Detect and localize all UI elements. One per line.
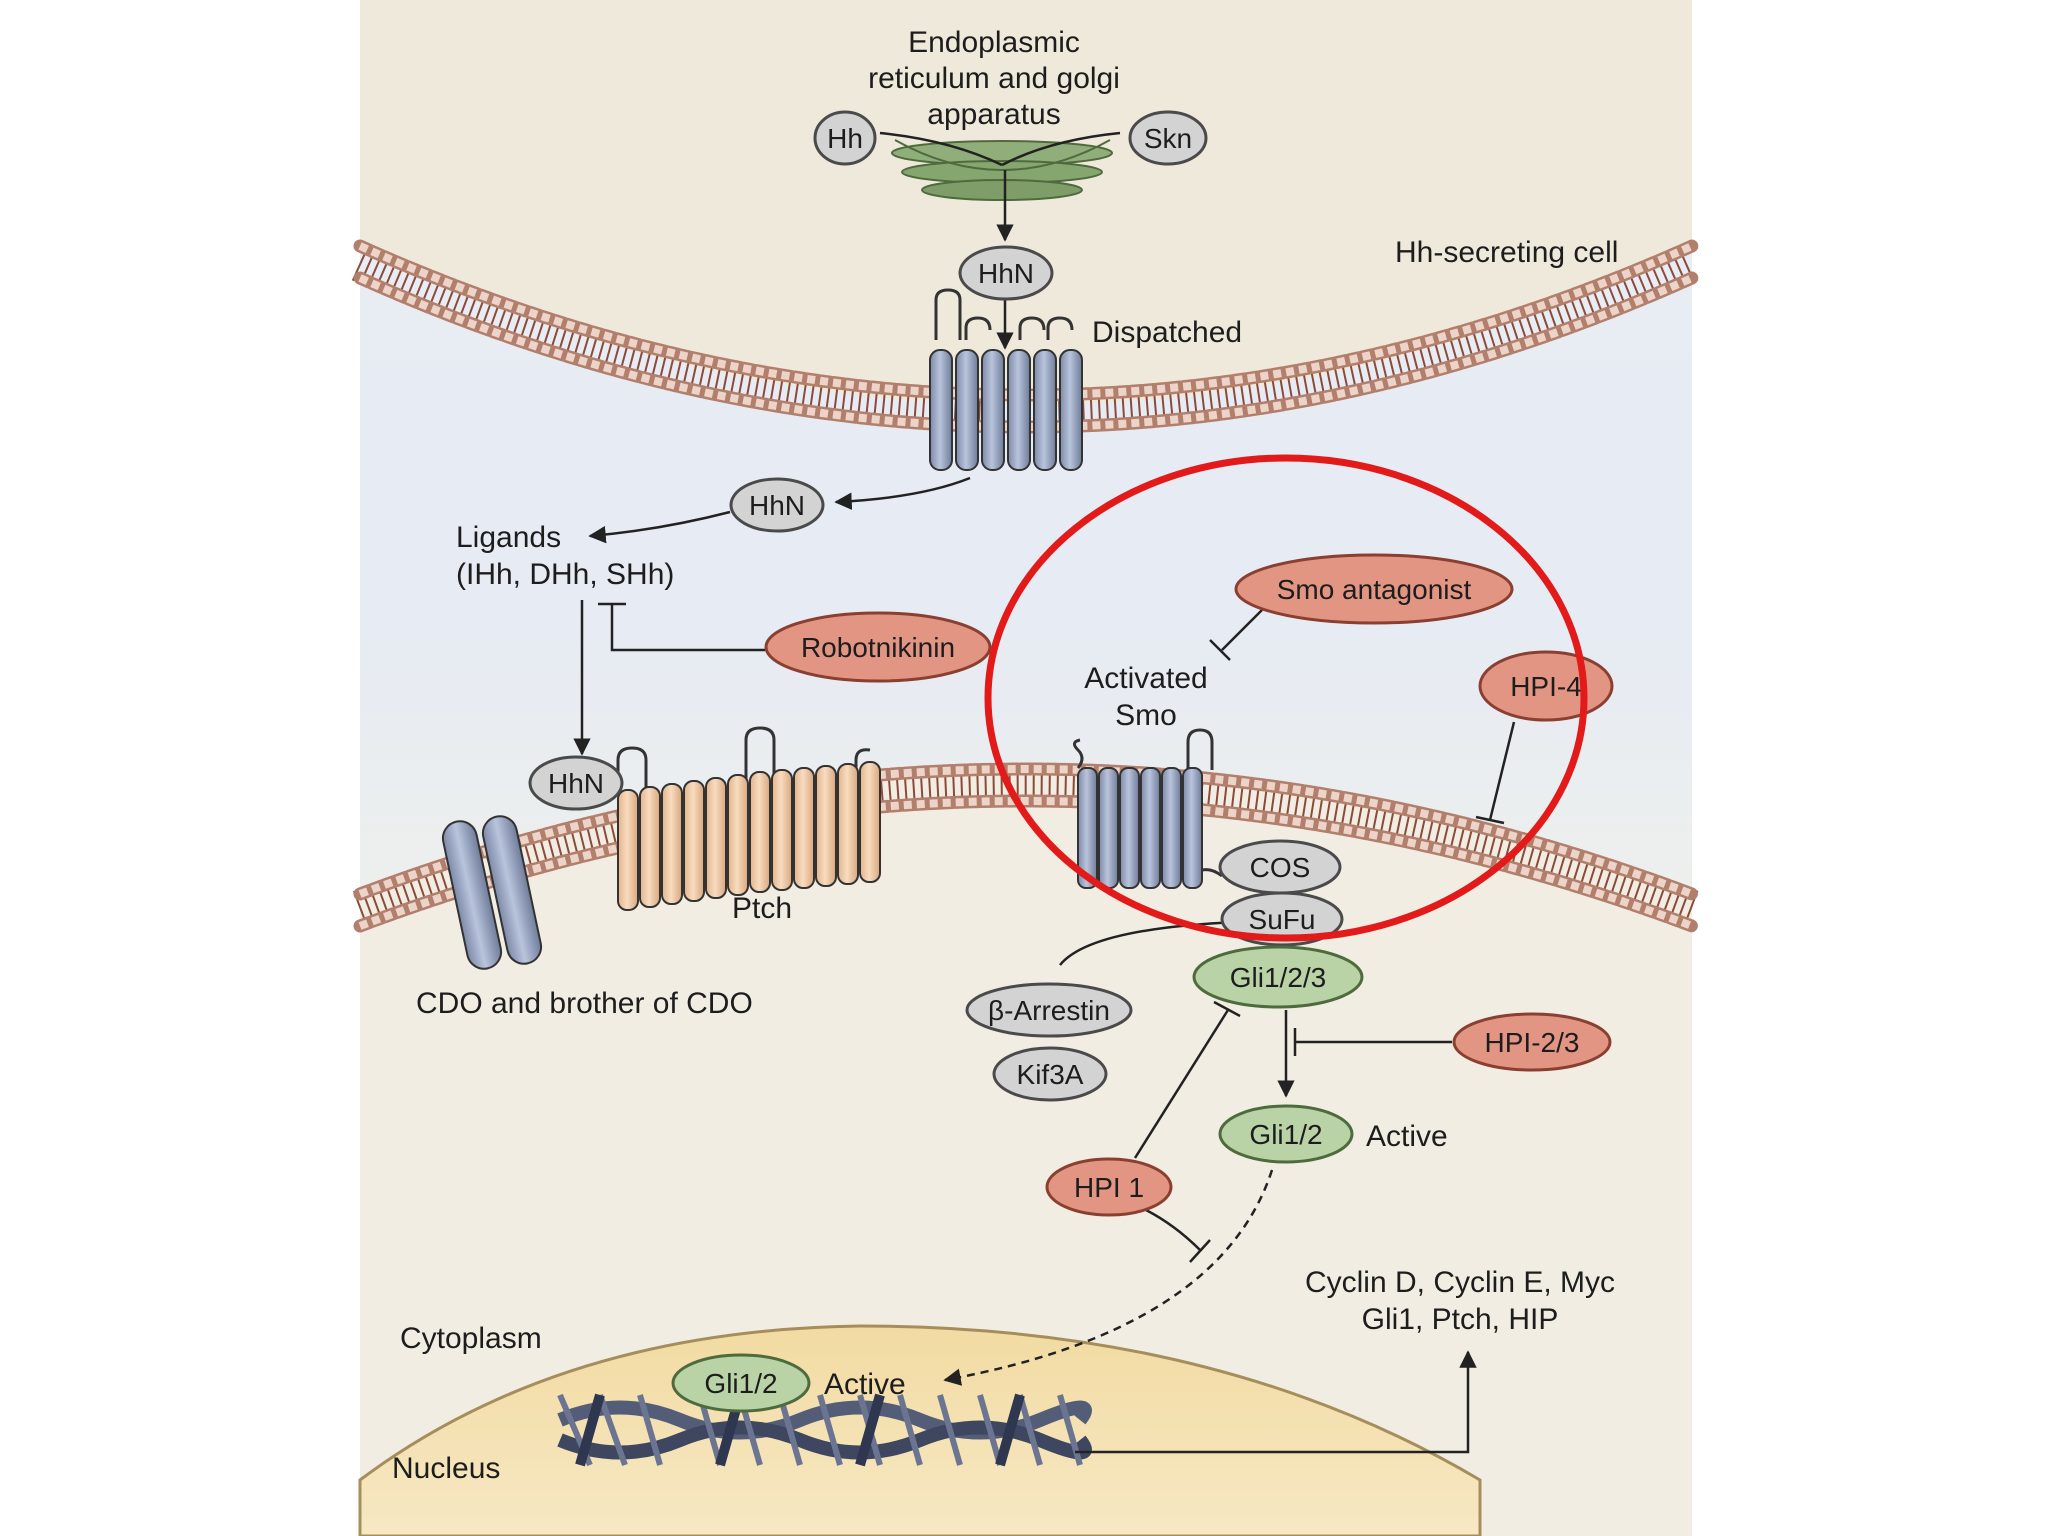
- hh-pill-label: Hh: [827, 123, 863, 154]
- hhn-released-pill: HhN: [729, 477, 825, 533]
- smo-antagonist-pill-label: Smo antagonist: [1277, 574, 1472, 605]
- robotnikinin-pill-label: Robotnikinin: [801, 632, 955, 663]
- dna-helix: [557, 1393, 1092, 1467]
- activated-smo-line1: Activated: [1084, 662, 1207, 695]
- gli123-pill-label: Gli1/2/3: [1230, 962, 1327, 993]
- er-label-line3: apparatus: [927, 98, 1060, 131]
- nucleus-label: Nucleus: [392, 1452, 500, 1485]
- hhn-golgi-pill: HhN: [958, 245, 1054, 301]
- gli123-pill: Gli1/2/3: [1192, 945, 1364, 1009]
- cdo-label: CDO and brother of CDO: [416, 987, 753, 1020]
- kif3a-pill-label: Kif3A: [1017, 1059, 1084, 1090]
- highlight-circle: [984, 454, 1588, 942]
- dispatched-receptor: [929, 288, 1083, 471]
- targets-label-line1: Cyclin D, Cyclin E, Myc: [1305, 1266, 1615, 1299]
- hhn-ptch-bound-pill: HhN: [528, 755, 624, 811]
- ptch-label: Ptch: [732, 892, 792, 925]
- gli12-nuclear-pill-label: Gli1/2: [704, 1368, 777, 1399]
- hhn-ptch-bound-pill-label: HhN: [548, 768, 604, 799]
- nuclear-gli-active-label: Active: [824, 1368, 906, 1401]
- kif3a-pill: Kif3A: [992, 1046, 1108, 1102]
- hh-pill: Hh: [813, 110, 877, 166]
- gli12-pill-label: Gli1/2: [1249, 1119, 1322, 1150]
- hpi-2-3-pill: HPI-2/3: [1452, 1012, 1612, 1072]
- cos-pill: COS: [1218, 839, 1342, 895]
- ligands-label-line2: (IHh, DHh, SHh): [456, 558, 674, 591]
- beta-arrestin-pill-label: β-Arrestin: [988, 995, 1110, 1026]
- activated-smo-line2: Smo: [1115, 699, 1177, 732]
- nucleus-region: [358, 1324, 1482, 1536]
- cos-pill-label: COS: [1250, 852, 1311, 883]
- skn-pill-label: Skn: [1144, 123, 1192, 154]
- connectors: [573, 131, 1516, 1454]
- hpi-4-pill: HPI-4: [1478, 650, 1614, 722]
- hhn-released-pill-label: HhN: [749, 490, 805, 521]
- er-label-line2: reticulum and golgi: [868, 62, 1120, 95]
- cdo-receptor: [441, 815, 543, 970]
- er-label-line1: Endoplasmic: [908, 26, 1080, 59]
- targets-label-line2: Gli1, Ptch, HIP: [1362, 1303, 1559, 1336]
- beta-arrestin-pill: β-Arrestin: [965, 982, 1133, 1038]
- hpi-1-pill-label: HPI 1: [1074, 1172, 1144, 1203]
- ligands-label-line1: Ligands: [456, 521, 561, 554]
- smo-receptor: [1073, 728, 1223, 889]
- gli12-nuclear-pill: Gli1/2: [671, 1353, 811, 1413]
- gli-active-label: Active: [1366, 1120, 1448, 1153]
- dispatched-label: Dispatched: [1092, 316, 1242, 349]
- golgi-apparatus: [891, 139, 1113, 201]
- secreting-cell-label: Hh-secreting cell: [1395, 236, 1618, 269]
- robotnikinin-pill: Robotnikinin: [764, 611, 992, 683]
- cytoplasm-label: Cytoplasm: [400, 1322, 542, 1355]
- lower-membrane: [352, 762, 1700, 933]
- sufu-pill: SuFu: [1220, 891, 1344, 947]
- smo-antagonist-pill: Smo antagonist: [1234, 553, 1514, 625]
- hhn-golgi-pill-label: HhN: [978, 258, 1034, 289]
- ptch-receptor: [616, 726, 881, 911]
- gli12-pill: Gli1/2: [1218, 1104, 1354, 1164]
- hpi-2-3-pill-label: HPI-2/3: [1485, 1027, 1580, 1058]
- hpi-1-pill: HPI 1: [1045, 1157, 1173, 1217]
- hpi-4-pill-label: HPI-4: [1510, 671, 1582, 702]
- secreting-cell-interior: [360, 0, 1692, 405]
- sufu-pill-label: SuFu: [1249, 904, 1316, 935]
- skn-pill: Skn: [1128, 110, 1208, 166]
